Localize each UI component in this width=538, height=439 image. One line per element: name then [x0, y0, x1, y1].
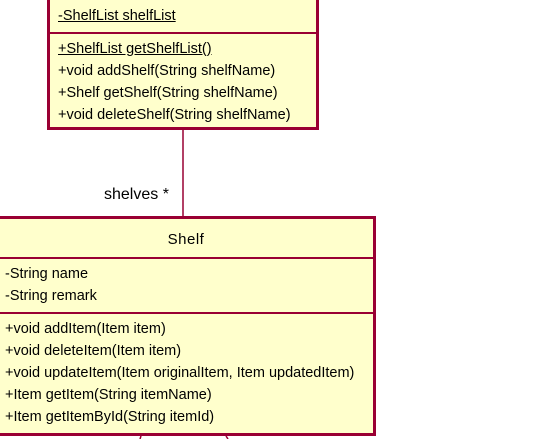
shelf-operation: +Item getItemById(String itemId) [5, 409, 215, 425]
shelf-class-box[interactable]: Shelf -String name -String remark +void … [0, 216, 376, 436]
shelflist-attributes: -ShelfList shelfList [50, 0, 316, 32]
shelf-operations: +void addItem(Item item) +void deleteIte… [0, 312, 373, 428]
shelflist-operation: +ShelfList getShelfList() [58, 41, 212, 57]
shelflist-attribute: -ShelfList shelfList [58, 8, 176, 24]
shelflist-class-box[interactable]: -ShelfList shelfList +ShelfList getShelf… [47, 0, 319, 130]
shelflist-operation: +Shelf getShelf(String shelfName) [58, 85, 278, 101]
shelflist-operation: +void deleteShelf(String shelfName) [58, 107, 291, 123]
shelf-class-name: Shelf [167, 231, 205, 248]
shelf-operation: +void updateItem(Item originalItem, Item… [5, 365, 355, 381]
shelf-attribute: -String remark [5, 288, 97, 304]
association-role-label: shelves * [104, 186, 169, 203]
shelf-operation: +Item getItem(String itemName) [5, 387, 212, 403]
shelf-attribute: -String name [5, 266, 89, 282]
shelf-attributes: -String name -String remark [0, 257, 373, 312]
shelf-operation: +void addItem(Item item) [5, 321, 166, 337]
shelf-operation: +void deleteItem(Item item) [5, 343, 182, 359]
shelflist-operation: +void addShelf(String shelfName) [58, 63, 276, 79]
shelflist-operations: +ShelfList getShelfList() +void addShelf… [50, 32, 316, 126]
